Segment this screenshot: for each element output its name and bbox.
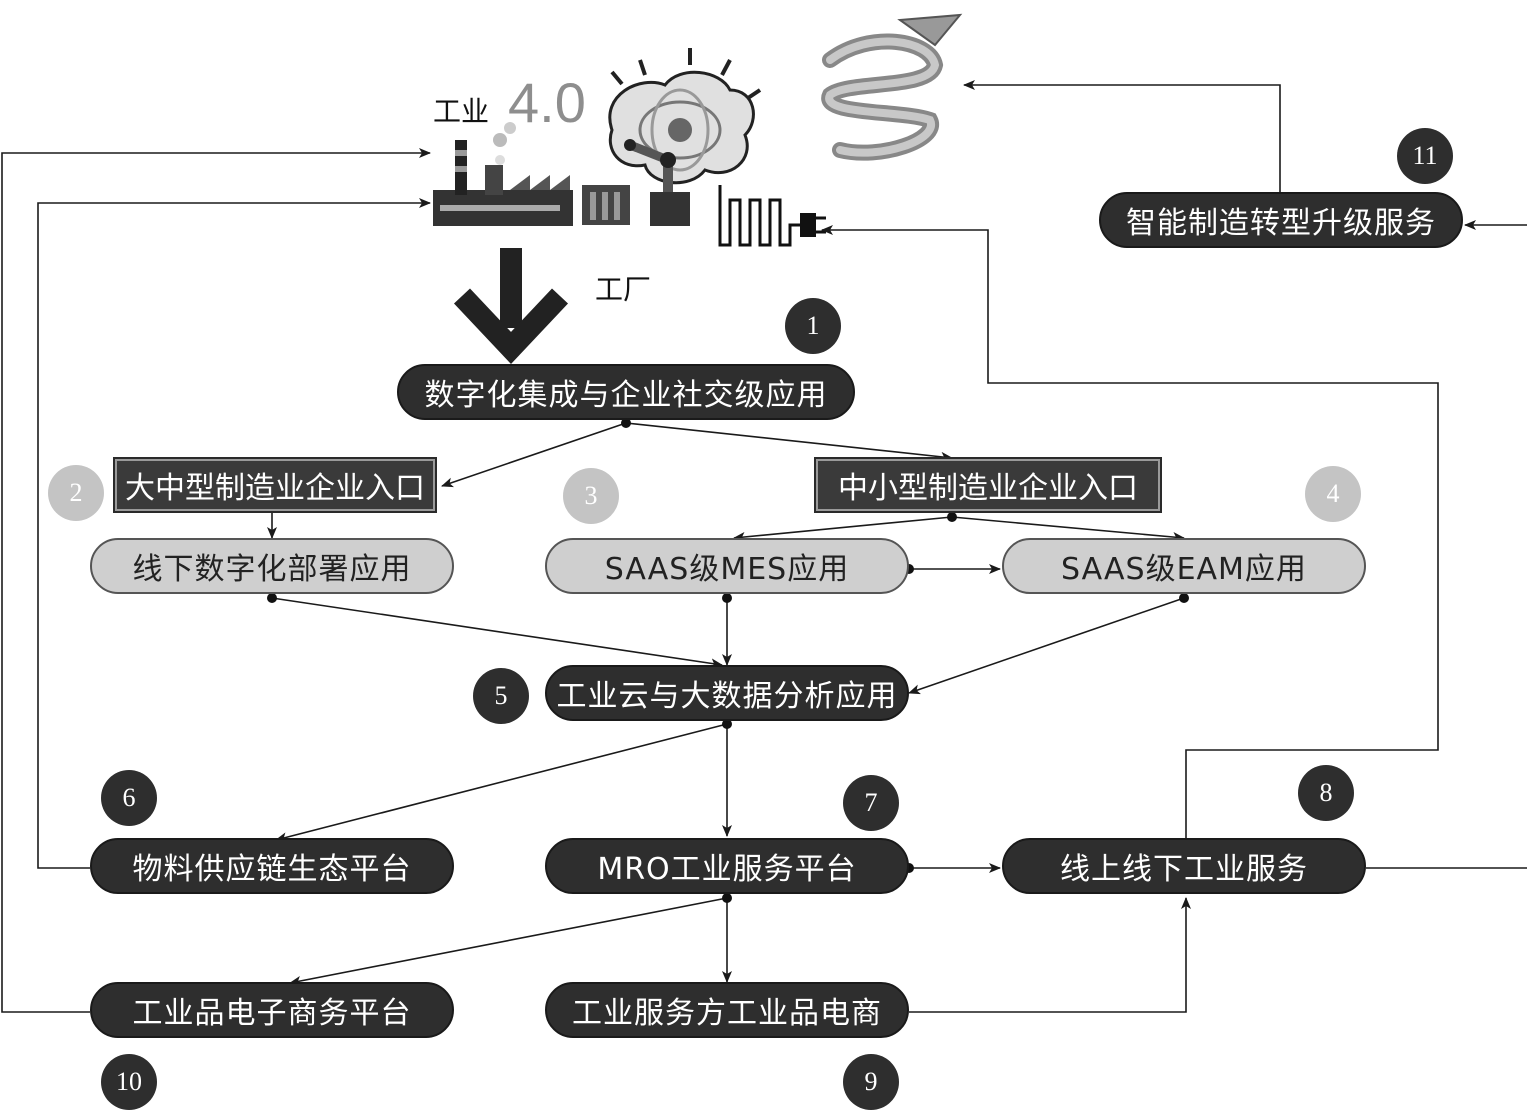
factory-icon	[433, 122, 573, 226]
badge-10: 10	[101, 1054, 157, 1110]
node-mro-platform: MRO工业服务平台	[545, 838, 909, 894]
brain-gear-icon	[608, 48, 762, 185]
badge-8: 8	[1298, 765, 1354, 821]
robot-arm-icon	[582, 139, 690, 226]
node-saas-mes: SAAS级MES应用	[545, 538, 909, 594]
badge-5: 5	[473, 668, 529, 724]
big-down-arrow-icon	[453, 248, 569, 365]
badge-3: 3	[563, 468, 619, 524]
badge-9: 9	[843, 1054, 899, 1110]
node-offline-deployment: 线下数字化部署应用	[90, 538, 454, 594]
badge-11: 11	[1397, 128, 1453, 184]
node-saas-eam: SAAS级EAM应用	[1002, 538, 1366, 594]
badge-1: 1	[785, 298, 841, 354]
badge-6: 6	[101, 770, 157, 826]
connectors	[1, 80, 1527, 1013]
industry-label: 工业	[433, 95, 490, 128]
node-sme-entry: 中小型制造业企业入口	[814, 457, 1162, 513]
factory-label: 工厂	[595, 273, 652, 306]
node-ecommerce-platform: 工业品电子商务平台	[90, 982, 454, 1038]
spiral-drill-icon	[821, 13, 963, 161]
node-digital-integration: 数字化集成与企业社交级应用	[397, 364, 855, 420]
badge-4: 4	[1305, 466, 1361, 522]
version-label: 4.0	[508, 71, 586, 134]
node-smart-manufacturing-service: 智能制造转型升级服务	[1099, 192, 1463, 248]
power-plug-icon	[718, 185, 826, 247]
badge-2: 2	[48, 465, 104, 521]
node-service-provider-ecommerce: 工业服务方工业品电商	[545, 982, 909, 1038]
node-online-offline-service: 线上线下工业服务	[1002, 838, 1366, 894]
node-material-supply-chain: 物料供应链生态平台	[90, 838, 454, 894]
node-large-enterprise-entry: 大中型制造业企业入口	[113, 457, 437, 513]
node-cloud-bigdata: 工业云与大数据分析应用	[545, 665, 909, 721]
badge-7: 7	[843, 775, 899, 831]
